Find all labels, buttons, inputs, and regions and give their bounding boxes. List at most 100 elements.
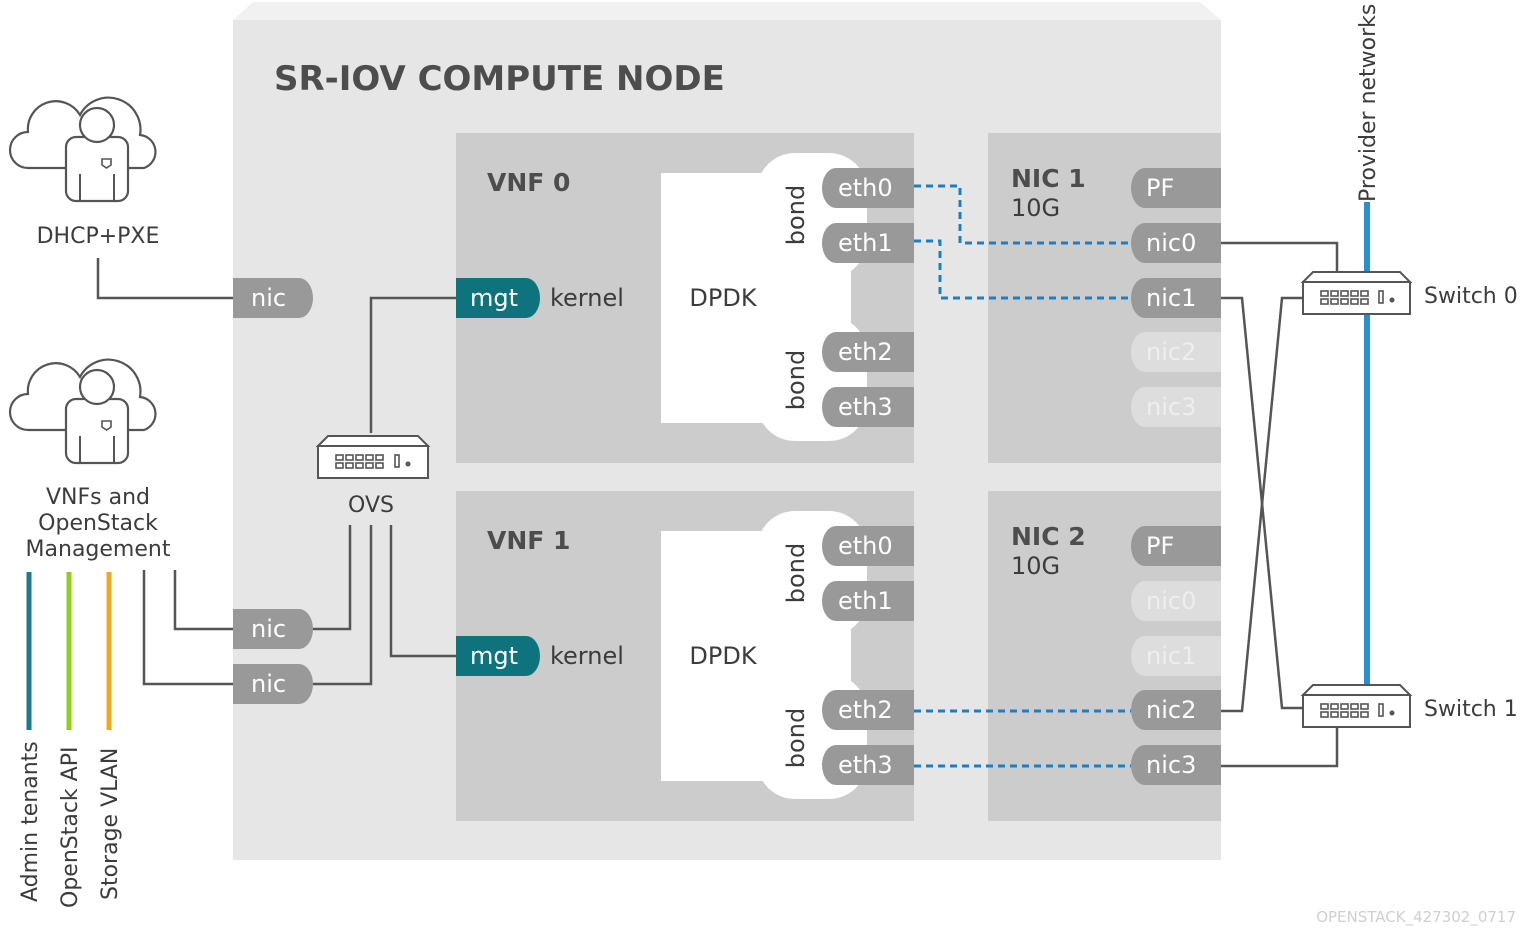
- nic-speed: 10G: [1011, 552, 1060, 580]
- bond-label: bond: [782, 185, 810, 245]
- mgmt-label-line-3: Management: [26, 537, 171, 562]
- nic-title: NIC 2: [1011, 522, 1086, 551]
- wires: [96, 241, 1339, 768]
- eth-port: [822, 387, 914, 427]
- cloud-user-icon-mgmt: [8, 358, 157, 465]
- nic-port-label: nic2: [1146, 338, 1196, 366]
- compute-node-title: SR-IOV COMPUTE NODE: [274, 59, 725, 99]
- vnf-0-ports: eth0 eth1 eth2 eth3: [822, 168, 914, 427]
- legend-label-api: OpenStack API: [58, 747, 83, 908]
- vnf-0-mgt: mgt kernel: [456, 278, 624, 318]
- bond-label: bond: [782, 350, 810, 410]
- vnf-1-title: VNF 1: [487, 526, 570, 555]
- dpdk-label: DPDK: [689, 642, 757, 670]
- wire-ovs-vnf0: [369, 296, 456, 433]
- eth-port-label: eth2: [838, 338, 893, 366]
- nic-port-label: nic3: [1146, 751, 1196, 779]
- eth-port-label: eth0: [838, 174, 893, 202]
- switch-0-label: Switch 0: [1424, 284, 1518, 309]
- pf-port: [1131, 168, 1221, 208]
- nic-port-label: nic1: [1146, 642, 1196, 670]
- eth-port: [822, 526, 914, 566]
- host-nic-label: nic: [251, 670, 286, 698]
- wire-mgmt-2: [142, 570, 233, 686]
- nic-port: [1131, 690, 1221, 730]
- cloud-user-icon-dhcp: [8, 96, 157, 203]
- dhcp-pxe-label: DHCP+PXE: [37, 224, 160, 249]
- vnf-0-title: VNF 0: [487, 168, 570, 197]
- eth-port-label: eth3: [838, 393, 893, 421]
- eth-port-label: eth0: [838, 532, 893, 560]
- sriov-links: [914, 184, 1131, 768]
- nic-1-panel: NIC 1 10G PF nic0 nic1 nic2 nic3: [988, 133, 1221, 463]
- wire-nic2-3-switch1: [1221, 725, 1339, 768]
- eth-port: [822, 690, 914, 730]
- nic-title: NIC 1: [1011, 164, 1086, 193]
- nic-port-label: nic1: [1146, 284, 1196, 312]
- pf-port: [1131, 526, 1221, 566]
- diagram-id-label: OPENSTACK_427302_0717: [1316, 908, 1516, 927]
- nic-port-label: nic0: [1146, 587, 1196, 615]
- dpdk-label: DPDK: [689, 284, 757, 312]
- eth-port: [822, 581, 914, 621]
- kernel-label: kernel: [550, 642, 624, 670]
- switch-0-icon: [1300, 271, 1413, 315]
- eth-port-label: eth2: [838, 696, 893, 724]
- host-nic-mgmt-2: [233, 664, 313, 704]
- nic-port-inactive: [1131, 581, 1221, 621]
- pf-label: PF: [1146, 532, 1174, 560]
- mgt-port: [456, 636, 540, 676]
- nic-port-label: nic2: [1146, 696, 1196, 724]
- ovs-switch-icon: [315, 435, 431, 479]
- switch-1-label: Switch 1: [1424, 697, 1518, 722]
- nic-port-inactive: [1131, 387, 1221, 427]
- compute-node-top-edge: [233, 2, 1221, 20]
- provider-networks-label: Provider networks: [1356, 4, 1381, 202]
- switch-1-icon: [1300, 684, 1413, 728]
- legend-label-storage: Storage VLAN: [98, 748, 123, 900]
- pf-label: PF: [1146, 174, 1174, 202]
- host-nic-label: nic: [251, 284, 286, 312]
- host-nic-pxe: [233, 278, 313, 318]
- nic-port: [1131, 223, 1221, 263]
- eth-port: [822, 332, 914, 372]
- nic-port: [1131, 278, 1221, 318]
- eth-port: [822, 168, 914, 208]
- wire-ovs-nic1: [313, 525, 352, 631]
- wire-nic1-0-switch0: [1221, 241, 1339, 276]
- mgt-label: mgt: [470, 284, 518, 312]
- legend-label-admin: Admin tenants: [18, 741, 43, 902]
- eth-port-label: eth1: [838, 229, 893, 257]
- mgmt-label-line-2: OpenStack: [38, 511, 158, 536]
- mgt-port: [456, 278, 540, 318]
- eth-port: [822, 745, 914, 785]
- eth-port: [822, 223, 914, 263]
- host-nics: nic nic nic: [233, 278, 313, 704]
- host-nic-label: nic: [251, 615, 286, 643]
- kernel-label: kernel: [550, 284, 624, 312]
- vnf-1-ports: eth0 eth1 eth2 eth3: [822, 526, 914, 785]
- wire-ovs-vnf1: [389, 525, 456, 658]
- nic-port-label: nic0: [1146, 229, 1196, 257]
- wire-dhcp: [96, 258, 233, 300]
- mgt-label: mgt: [470, 642, 518, 670]
- eth-port-label: eth1: [838, 587, 893, 615]
- bond-label: bond: [782, 543, 810, 603]
- bond-label: bond: [782, 708, 810, 768]
- sriov-link: [914, 239, 1131, 300]
- wire-nic2-2-switch0: [1221, 296, 1303, 713]
- nic-port: [1131, 745, 1221, 785]
- mgmt-label-line-1: VNFs and: [46, 485, 150, 510]
- nic-port-inactive: [1131, 332, 1221, 372]
- host-nic-mgmt-1: [233, 609, 313, 649]
- eth-port-label: eth3: [838, 751, 893, 779]
- nic-2-panel: NIC 2 10G PF nic0 nic1 nic2 nic3: [988, 491, 1221, 821]
- ovs-label: OVS: [348, 493, 394, 518]
- wire-ovs-nic2: [313, 525, 373, 686]
- sriov-link: [914, 184, 1131, 245]
- vnf-1-mgt: mgt kernel: [456, 636, 624, 676]
- wire-mgmt-1: [173, 570, 233, 631]
- nic-port-label: nic3: [1146, 393, 1196, 421]
